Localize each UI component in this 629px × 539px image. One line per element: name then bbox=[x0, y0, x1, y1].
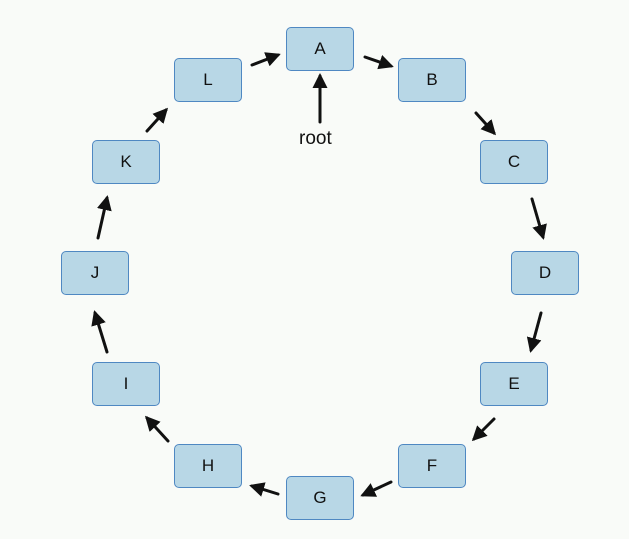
arrow-c-to-d bbox=[530, 197, 547, 240]
arrow-b-to-c bbox=[474, 111, 497, 136]
node-g: G bbox=[286, 476, 354, 520]
node-e: E bbox=[480, 362, 548, 406]
node-f: F bbox=[398, 444, 466, 488]
node-d: D bbox=[511, 251, 579, 295]
arrow-i-to-j bbox=[91, 310, 109, 354]
arrow-a-to-b bbox=[363, 54, 394, 70]
arrow-e-to-f bbox=[471, 417, 496, 442]
arrow-g-to-h bbox=[249, 482, 280, 497]
root-pointer-label: root bbox=[299, 128, 332, 149]
node-h: H bbox=[174, 444, 242, 488]
node-c: C bbox=[480, 140, 548, 184]
arrow-h-to-i bbox=[144, 415, 170, 443]
node-k: K bbox=[92, 140, 160, 184]
node-i: I bbox=[92, 362, 160, 406]
node-b: B bbox=[398, 58, 466, 102]
node-l: L bbox=[174, 58, 242, 102]
node-j: J bbox=[61, 251, 129, 295]
arrow-l-to-a bbox=[250, 52, 281, 67]
node-a: A bbox=[286, 27, 354, 71]
arrow-f-to-g bbox=[360, 480, 393, 497]
arrow-k-to-l bbox=[145, 107, 169, 133]
arrow-d-to-e bbox=[526, 311, 543, 353]
arrow-j-to-k bbox=[96, 195, 112, 240]
